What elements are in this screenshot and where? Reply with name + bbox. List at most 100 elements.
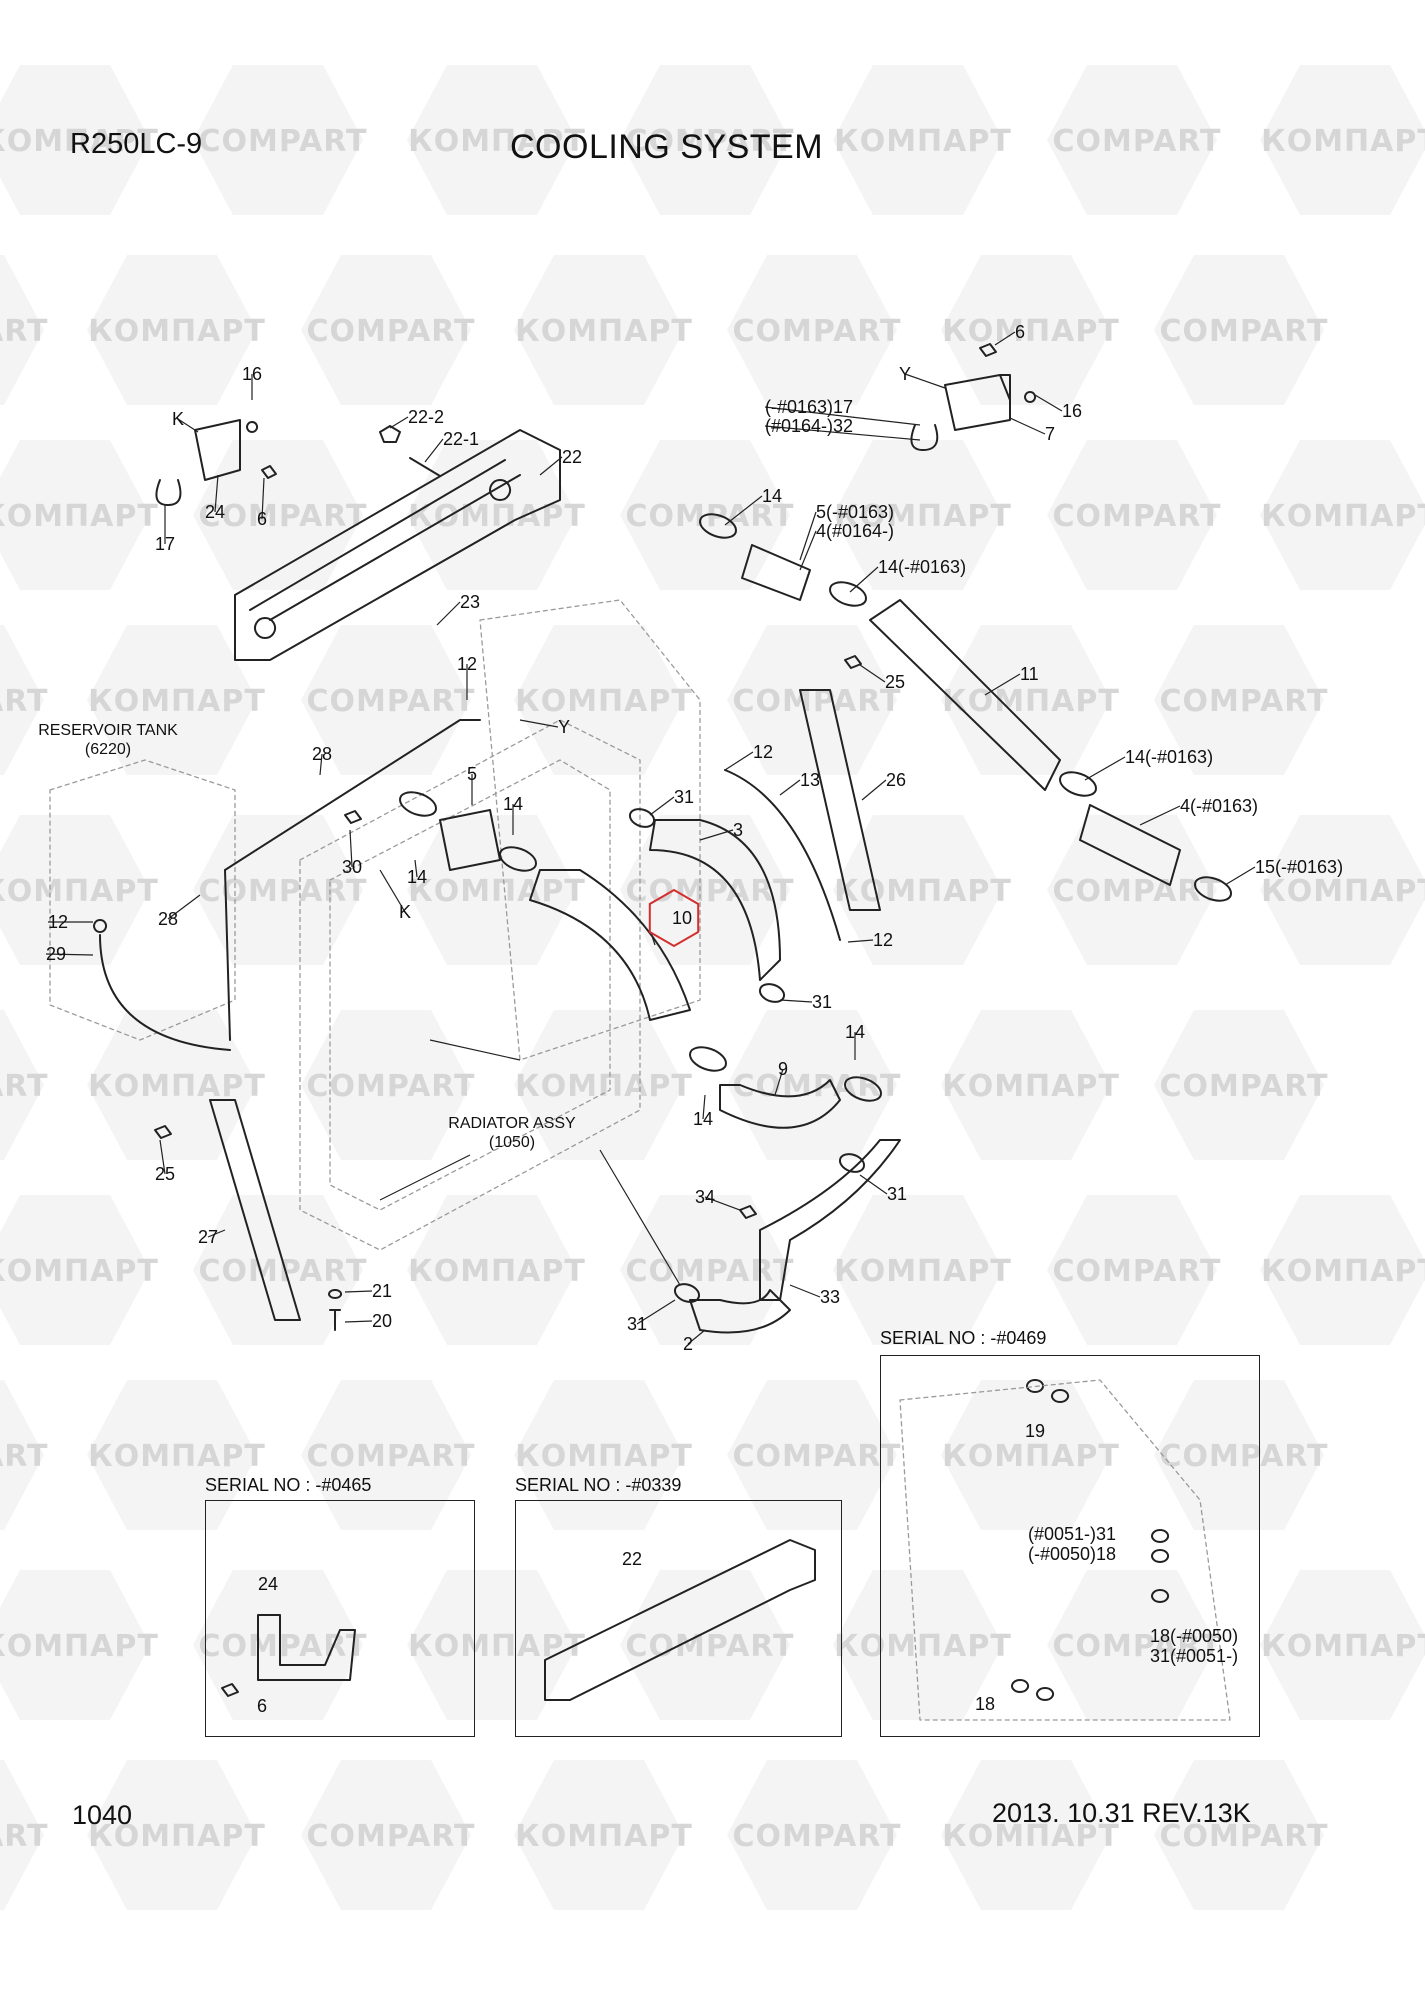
part-callout: 7: [1045, 424, 1055, 444]
reservoir-line-28: [224, 719, 481, 1041]
watermark-text: КОМПАРТ: [408, 1629, 586, 1664]
watermark-text: КОМПАРТ: [0, 124, 159, 159]
callout-leader: [177, 418, 199, 433]
watermark-text: COMPART: [1159, 314, 1328, 349]
part-callout: 25: [885, 672, 905, 692]
u-bolt-17-32: [910, 424, 939, 451]
watermark-hexagon: [1047, 440, 1217, 590]
callout-leader: [636, 1299, 676, 1325]
watermark-text: КОМПАРТ: [408, 499, 586, 534]
watermark-hexagon: [0, 1010, 44, 1160]
callout-leader: [261, 477, 265, 520]
nut-22-2: [379, 425, 401, 443]
watermark-hexagon: [407, 65, 577, 215]
clamp-15-lower-right: [1193, 876, 1233, 902]
part-callout: 31: [674, 787, 694, 807]
watermark-hexagon: [1260, 1195, 1425, 1345]
part-callout: 5: [467, 764, 477, 784]
watermark-hexagon: [193, 1570, 363, 1720]
hose-5-left: [439, 809, 501, 871]
watermark-text: КОМПАРТ: [942, 1819, 1120, 1854]
callout-leader: [849, 566, 879, 593]
bolt-6-top-right: [979, 343, 997, 357]
revision-date: 2013. 10.31 REV.13K: [992, 1798, 1251, 1828]
callout-leader: [349, 829, 353, 868]
inset-0465-bracket-24: [257, 1614, 356, 1681]
watermark-hexagon: [727, 255, 897, 405]
highlighted-callout-marker[interactable]: [648, 888, 700, 948]
callout-leader: [799, 530, 817, 571]
watermark-text: КОМПАРТ: [834, 124, 1012, 159]
watermark-text: COMPART: [198, 499, 367, 534]
callout-leader: [847, 939, 874, 943]
clamp-14-hose-9-left: [688, 1046, 728, 1072]
page-title: COOLING SYSTEM: [510, 128, 824, 166]
inset-box-serial-0469: [880, 1355, 1260, 1737]
part-callout: 12: [457, 654, 477, 674]
inset-0469-ghost: [899, 1379, 1231, 1721]
part-callout: 28: [312, 744, 332, 764]
part-callout: 27: [198, 1227, 218, 1247]
watermark-text: COMPART: [732, 1819, 901, 1854]
inset-part-callout: 22: [622, 1549, 642, 1569]
callout-leader: [779, 999, 813, 1003]
watermark-hexagon: [301, 1760, 471, 1910]
watermark-hexagon: [1047, 815, 1217, 965]
part-callout: 25: [155, 1164, 175, 1184]
watermark-text: КОМПАРТ: [515, 1069, 693, 1104]
callout-leader: [704, 1196, 741, 1211]
callout-leader: [389, 416, 409, 429]
watermark-text: КОМПАРТ: [408, 124, 586, 159]
u-bolt-17: [155, 479, 182, 506]
watermark-hexagon: [620, 815, 790, 965]
watermark-text: КОМПАРТ: [942, 314, 1120, 349]
watermark-hexagon: [87, 1760, 257, 1910]
nut-12-left: [93, 919, 108, 933]
bolt-25-upper: [844, 655, 862, 669]
watermark-hexagon: [833, 815, 1003, 965]
watermark-hexagon: [833, 1195, 1003, 1345]
upper-bracket-22-hole-a: [254, 617, 277, 639]
part-callout: 6: [257, 509, 267, 529]
watermark-text: КОМПАРТ: [1261, 124, 1425, 159]
part-callout: 14(-#0163): [878, 557, 966, 577]
part-callout: 31: [812, 992, 832, 1012]
watermark-hexagon: [620, 65, 790, 215]
callout-leader: [167, 894, 201, 920]
watermark-text: COMPART: [0, 1439, 49, 1474]
assembly-leader: [379, 1154, 471, 1201]
watermark-text: COMPART: [1052, 1629, 1221, 1664]
watermark-hexagon: [727, 625, 897, 775]
upper-bracket-22: [234, 429, 561, 661]
watermark-text: COMPART: [306, 314, 475, 349]
part-callout: 28: [158, 909, 178, 929]
watermark-text: COMPART: [1052, 1254, 1221, 1289]
watermark-text: COMPART: [306, 684, 475, 719]
rod-27: [209, 1099, 301, 1321]
inset-box-serial-0339: [515, 1500, 842, 1737]
watermark-hexagon: [1047, 1195, 1217, 1345]
part-callout: 33: [820, 1287, 840, 1307]
part-callout: 2: [683, 1334, 693, 1354]
callout-leader: [424, 438, 444, 463]
inset-part-callout: 24: [258, 1574, 278, 1594]
watermark-hexagon: [1047, 1570, 1217, 1720]
watermark-hexagon: [1260, 65, 1425, 215]
part-callout: 21: [372, 1281, 392, 1301]
callout-leader: [724, 751, 754, 771]
watermark-hexagon: [1047, 65, 1217, 215]
hose-4-5-top: [741, 544, 811, 601]
part-callout: 3: [733, 820, 743, 840]
watermark-text: COMPART: [306, 1819, 475, 1854]
watermark-text: COMPART: [625, 499, 794, 534]
assembly-leader: [599, 1149, 681, 1286]
part-callout: 14: [762, 486, 782, 506]
callout-leader: [702, 1094, 706, 1120]
watermark-hexagon: [941, 1760, 1111, 1910]
watermark-hexagon: [514, 1760, 684, 1910]
bolt-20: [329, 1309, 341, 1331]
inset-part-callout: 18(-#0050): [1150, 1626, 1238, 1646]
rod-22-1: [409, 457, 441, 477]
callout-leader: [779, 779, 801, 796]
watermark-hexagon: [87, 255, 257, 405]
